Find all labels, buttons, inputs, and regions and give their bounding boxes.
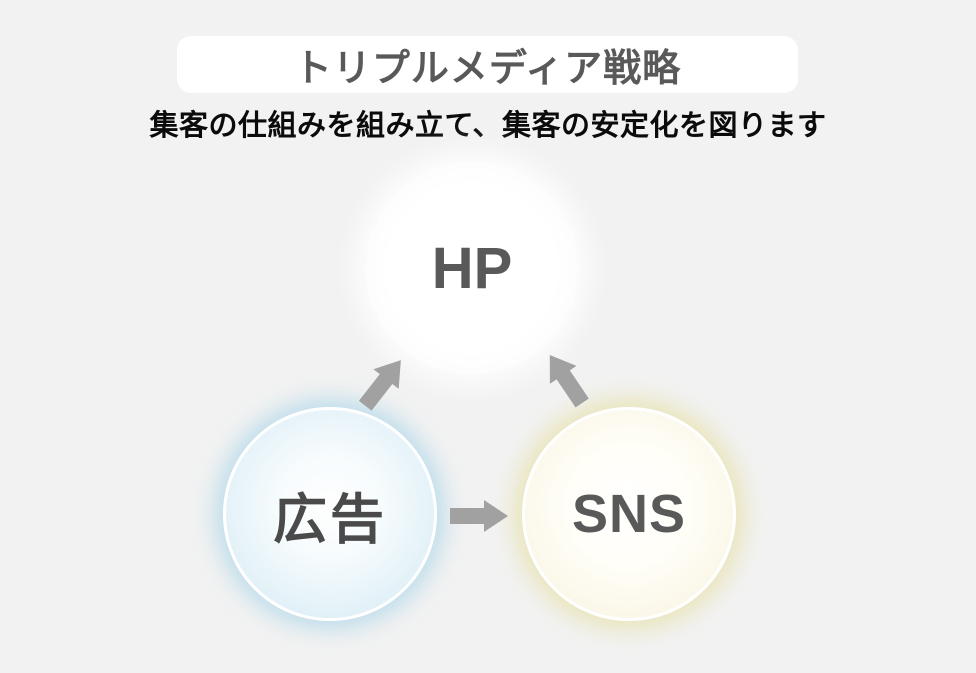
node-sns-label: SNS bbox=[571, 484, 687, 544]
node-ad-label: 広告 bbox=[273, 489, 387, 550]
node-sns: SNS bbox=[522, 407, 736, 621]
node-ad: 広告 bbox=[223, 407, 437, 621]
node-hp: HP bbox=[365, 161, 579, 375]
subtitle: 集客の仕組みを組み立て、集客の安定化を図ります bbox=[149, 110, 827, 142]
arrow-sns-to-hp-icon bbox=[535, 345, 597, 413]
arrow-sns-to-hp-shape bbox=[549, 354, 589, 408]
arrow-ad-to-hp-icon bbox=[351, 349, 415, 417]
node-hp-label: HP bbox=[431, 235, 513, 301]
title-banner: トリプルメディア戦略 bbox=[177, 36, 798, 93]
arrow-ad-to-sns-shape bbox=[450, 500, 508, 532]
arrow-ad-to-sns-icon bbox=[450, 498, 508, 534]
arrow-ad-to-hp-shape bbox=[358, 360, 401, 411]
page-title: トリプルメディア戦略 bbox=[293, 48, 682, 90]
